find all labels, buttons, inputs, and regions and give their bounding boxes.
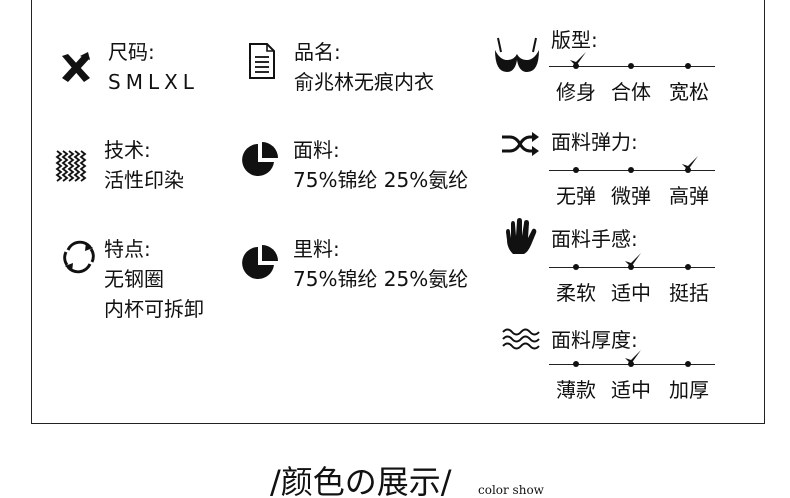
document-icon xyxy=(249,43,275,79)
product-name-label: 品名: xyxy=(294,40,341,64)
cross-icon xyxy=(62,52,90,82)
scale-dot xyxy=(685,264,691,270)
color-show-subtitle: color show xyxy=(478,483,544,497)
thickness-label: 面料厚度: xyxy=(551,328,638,352)
size-value: SMLXL xyxy=(108,70,199,94)
color-show-title: /颜色の展示/ xyxy=(270,463,452,498)
pie-chart-icon xyxy=(242,245,278,279)
check-icon xyxy=(570,52,586,66)
elasticity-option: 微弹 xyxy=(611,184,651,208)
scale-dot xyxy=(628,63,634,69)
fit-option: 修身 xyxy=(556,80,596,104)
product-name-value: 俞兆林无痕内衣 xyxy=(294,70,434,94)
hand-feel-label: 面料手感: xyxy=(551,227,638,251)
thickness-scale: 薄款 适中 加厚 xyxy=(549,350,715,408)
fit-option: 宽松 xyxy=(669,80,709,104)
fit-option: 合体 xyxy=(611,80,651,104)
thickness-option: 加厚 xyxy=(669,378,709,402)
scale-dot xyxy=(628,167,634,173)
check-icon xyxy=(625,253,641,267)
hand-feel-option: 适中 xyxy=(611,281,651,305)
fit-scale: 修身 合体 宽松 xyxy=(549,52,715,110)
waves-icon xyxy=(502,328,540,350)
scale-dot xyxy=(685,63,691,69)
elasticity-option: 高弹 xyxy=(669,184,709,208)
features-line2: 内杯可拆卸 xyxy=(104,297,204,321)
check-icon xyxy=(682,156,698,170)
features-label: 特点: xyxy=(104,237,151,261)
shuffle-icon xyxy=(502,132,539,156)
features-line1: 无钢圈 xyxy=(104,267,164,291)
thickness-option: 薄款 xyxy=(556,378,596,402)
scale-dot xyxy=(685,361,691,367)
scale-dot xyxy=(573,361,579,367)
technique-label: 技术: xyxy=(104,138,151,162)
lining-label: 里料: xyxy=(293,237,340,261)
hand-icon xyxy=(506,218,537,254)
lining-value: 75%锦纶 25%氨纶 xyxy=(293,267,469,291)
fabric-label: 面料: xyxy=(293,138,340,162)
elasticity-label: 面料弹力: xyxy=(551,130,638,154)
elasticity-option: 无弹 xyxy=(556,184,596,208)
fabric-value: 75%锦纶 25%氨纶 xyxy=(293,168,469,192)
technique-value: 活性印染 xyxy=(104,168,184,192)
zigzag-texture-icon xyxy=(55,150,87,182)
hand-feel-scale: 柔软 适中 挺括 xyxy=(549,253,715,311)
hand-feel-option: 挺括 xyxy=(669,281,709,305)
scale-dot xyxy=(573,264,579,270)
fit-label: 版型: xyxy=(551,28,598,52)
bra-icon xyxy=(495,37,539,72)
thickness-option: 适中 xyxy=(611,378,651,402)
pie-chart-icon xyxy=(242,142,278,176)
hand-feel-option: 柔软 xyxy=(556,281,596,305)
check-icon xyxy=(625,350,641,364)
elasticity-scale: 无弹 微弹 高弹 xyxy=(549,156,715,214)
refresh-icon xyxy=(63,240,95,274)
spec-panel xyxy=(31,0,765,424)
size-label: 尺码: xyxy=(108,40,155,64)
scale-dot xyxy=(573,167,579,173)
